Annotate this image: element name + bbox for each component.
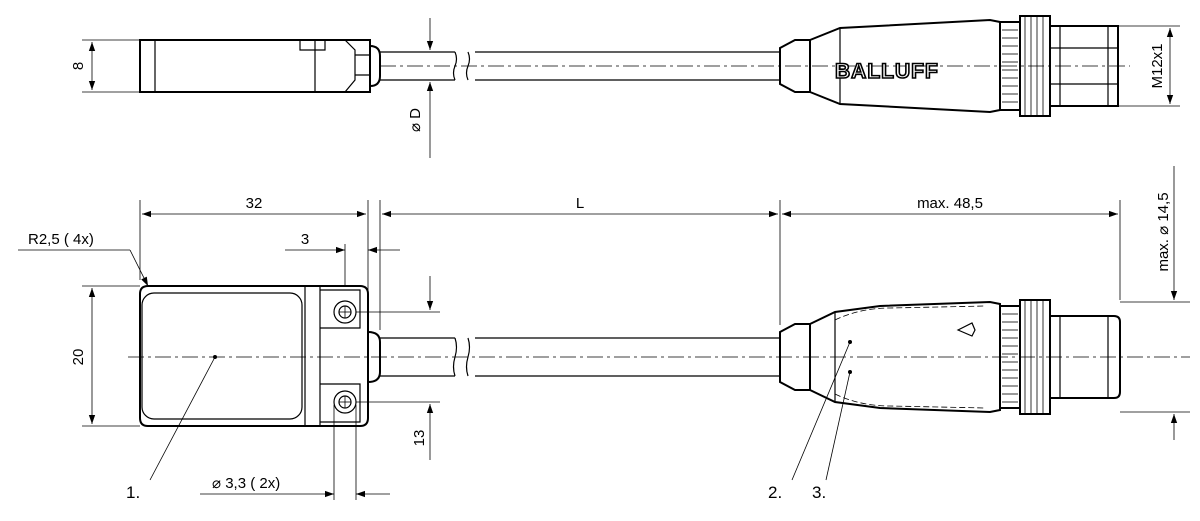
hole-diameter-dimension: ⌀ 3,3 ( 2x) [200,405,390,500]
cable-diameter-dimension: ⌀ D [407,18,434,158]
callout-3: 3. [812,483,826,502]
connector-diameter-dimension: max. ⌀ 14,5 [1120,166,1190,440]
sensor-body-front [139,285,381,427]
callout-1: 1. [126,483,140,502]
cable-diameter-label: ⌀ D [407,108,424,132]
brand-logo: BALLUFF [835,60,939,83]
alignment-mark-icon [956,322,976,337]
connector-diameter-label: max. ⌀ 14,5 [1155,192,1172,271]
flange-label: 3 [301,231,309,248]
flange-dimension: 3 [285,231,400,285]
radius-label: R2,5 ( 4x) [28,231,94,248]
top-view: 8 ⌀ D [70,15,1180,158]
cable-top [380,51,1130,81]
hole-diameter-label: ⌀ 3,3 ( 2x) [212,475,280,492]
cable-front [380,337,780,377]
body-length-label: 32 [246,195,263,212]
radius-dimension: R2,5 ( 4x) [18,231,149,287]
height-dimension: 8 [70,39,140,93]
hole-spacing-label: 13 [411,430,428,447]
hole-spacing-dimension: 13 [356,276,440,460]
sensor-body-side [139,39,381,93]
thread-label: M12x1 [1149,43,1166,88]
body-height-label: 20 [70,349,87,366]
body-height-dimension: 20 [70,285,140,427]
thread-dimension: M12x1 [1118,25,1180,107]
callout-2: 2. [768,483,782,502]
length-dimensions: 32 L max. 48,5 [139,195,1121,330]
connector-top: BALLUFF [779,15,1119,117]
front-view: 32 L max. 48,5 3 R2,5 ( 4x) 20 [18,166,1190,502]
height-label: 8 [70,62,87,70]
connector-front [779,299,1121,415]
callouts: 1. 2. 3. [126,341,851,502]
connector-length-label: max. 48,5 [917,195,983,212]
cable-length-label: L [576,195,584,212]
